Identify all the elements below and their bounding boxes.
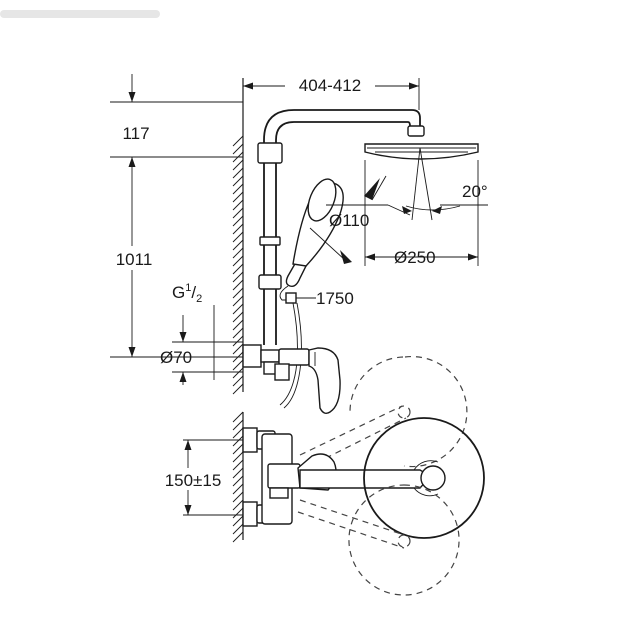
hatch-line [232, 383, 244, 395]
hatch-line [232, 247, 244, 259]
hatch-line [232, 467, 244, 479]
center-distance-label: 150±15 [165, 471, 222, 490]
mixer-side-view [242, 344, 341, 415]
hatch-line [232, 507, 244, 519]
mixer-top-view: 150±15 [152, 417, 485, 539]
hose-length-label: 1750 [316, 289, 354, 308]
connection-dimensions: G1/2 Ø70 [160, 282, 243, 385]
hatch-line [232, 263, 244, 275]
hatch-line [232, 135, 244, 147]
shower-rail [257, 109, 421, 345]
top-height-label: 117 [122, 124, 149, 143]
hatch-line [232, 191, 244, 203]
hatch-line [232, 411, 244, 423]
handshower-diameter-label: Ø110 [329, 211, 369, 230]
hatch-line [232, 231, 244, 243]
height-dimensions: 117 1011 [108, 74, 243, 358]
hatch-line [232, 175, 244, 187]
wall-hatch-lower [232, 411, 244, 543]
hatch-line [232, 215, 244, 227]
head-diameter-label: Ø250 [394, 248, 436, 267]
hatch-line [232, 359, 244, 371]
hatch-line [232, 319, 244, 331]
hatch-line [232, 419, 244, 431]
hatch-line [232, 499, 244, 511]
hatch-line [232, 311, 244, 323]
hatch-line [232, 199, 244, 211]
rail-height-label: 1011 [116, 250, 153, 269]
hatch-line [232, 295, 244, 307]
hose: 1750 [279, 285, 354, 409]
width-range-label: 404-412 [299, 76, 361, 95]
tilt-angle-label: 20° [462, 182, 488, 201]
hatch-line [232, 451, 244, 463]
connection-diameter-label: Ø70 [160, 348, 192, 367]
wall-lower [232, 411, 244, 543]
lever-swing-lower [297, 484, 460, 596]
hatch-line [232, 515, 244, 527]
hatch-line [232, 223, 244, 235]
hatch-line [232, 159, 244, 171]
hatch-line [232, 443, 244, 455]
hatch-line [232, 491, 244, 503]
lever-swing-upper [299, 355, 468, 469]
hatch-line [232, 271, 244, 283]
hatch-line [232, 327, 244, 339]
hatch-line [232, 255, 244, 267]
hatch-line [232, 343, 244, 355]
hatch-line [232, 523, 244, 535]
hatch-line [232, 367, 244, 379]
hatch-line [232, 475, 244, 487]
hatch-line [232, 183, 244, 195]
hatch-line [232, 207, 244, 219]
thread-label: G1/2 [172, 282, 202, 305]
hatch-line [232, 239, 244, 251]
hatch-line [232, 287, 244, 299]
hatch-line [232, 303, 244, 315]
hatch-line [232, 435, 244, 447]
hatch-line [232, 143, 244, 155]
hand-shower: Ø110 [285, 175, 411, 288]
wall-hatch-upper [232, 135, 244, 395]
hatch-line [232, 483, 244, 495]
hatch-line [232, 335, 244, 347]
shower-head: Ø250 20° [364, 125, 488, 267]
hatch-line [232, 531, 244, 543]
scroll-indicator [0, 10, 160, 18]
hatch-line [232, 459, 244, 471]
hatch-line [232, 375, 244, 387]
wall-upper [232, 78, 244, 395]
width-dimension: 404-412 [242, 73, 420, 110]
hatch-line [232, 427, 244, 439]
hatch-line [232, 167, 244, 179]
hatch-line [232, 279, 244, 291]
